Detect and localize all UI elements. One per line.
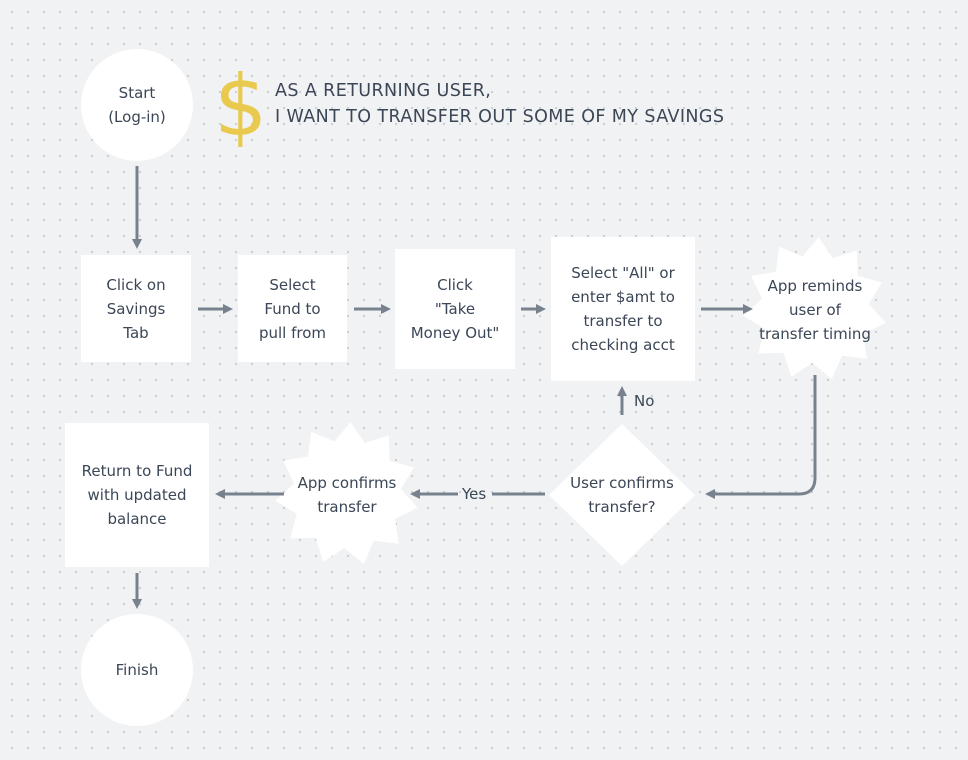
edge-label-no: No bbox=[634, 392, 655, 410]
app-confirms-node: App confirms transfer bbox=[280, 465, 414, 525]
app-confirms-label: App confirms transfer bbox=[297, 474, 397, 516]
user-confirms-node: User confirms transfer? bbox=[552, 465, 692, 525]
select-fund-node: Select Fund to pull from bbox=[238, 255, 347, 362]
app-confirms-starburst bbox=[275, 422, 418, 564]
app-reminds-label: App reminds user of transfer timing bbox=[759, 277, 871, 343]
select-fund-label: Select Fund to pull from bbox=[258, 275, 327, 342]
user-story-line-2: I WANT TO TRANSFER OUT SOME OF MY SAVING… bbox=[275, 107, 725, 127]
take-money-out-node: Click "Take Money Out" bbox=[395, 249, 515, 369]
take-money-out-label: Click "Take Money Out" bbox=[410, 276, 500, 342]
arrow-reminds-to-decision bbox=[705, 375, 817, 499]
app-reminds-node: App reminds user of transfer timing bbox=[745, 262, 885, 358]
user-story-title: AS A RETURNING USER, I WANT TO TRANSFER … bbox=[275, 78, 724, 130]
decision-diamond bbox=[549, 424, 695, 566]
user-story-line-1: AS A RETURNING USER, bbox=[275, 81, 492, 101]
return-to-fund-node: Return to Fund with updated balance bbox=[65, 423, 209, 567]
app-reminds-starburst bbox=[743, 237, 886, 379]
user-confirms-label: User confirms transfer? bbox=[570, 474, 674, 516]
finish-label: Finish bbox=[115, 661, 159, 679]
return-to-fund-label: Return to Fund with updated balance bbox=[81, 462, 193, 528]
edge-label-yes: Yes bbox=[462, 485, 487, 503]
click-savings-tab-node: Click on Savings Tab bbox=[81, 255, 191, 362]
dollar-sign-icon: $ bbox=[214, 57, 268, 155]
click-savings-tab-label: Click on Savings Tab bbox=[106, 275, 166, 342]
start-label: Start (Log-in) bbox=[108, 84, 166, 126]
finish-node: Finish bbox=[81, 614, 193, 726]
select-amount-node: Select "All" or enter $amt to transfer t… bbox=[551, 237, 695, 381]
start-node: Start (Log-in) bbox=[81, 49, 193, 161]
select-amount-label: Select "All" or enter $amt to transfer t… bbox=[571, 264, 675, 354]
